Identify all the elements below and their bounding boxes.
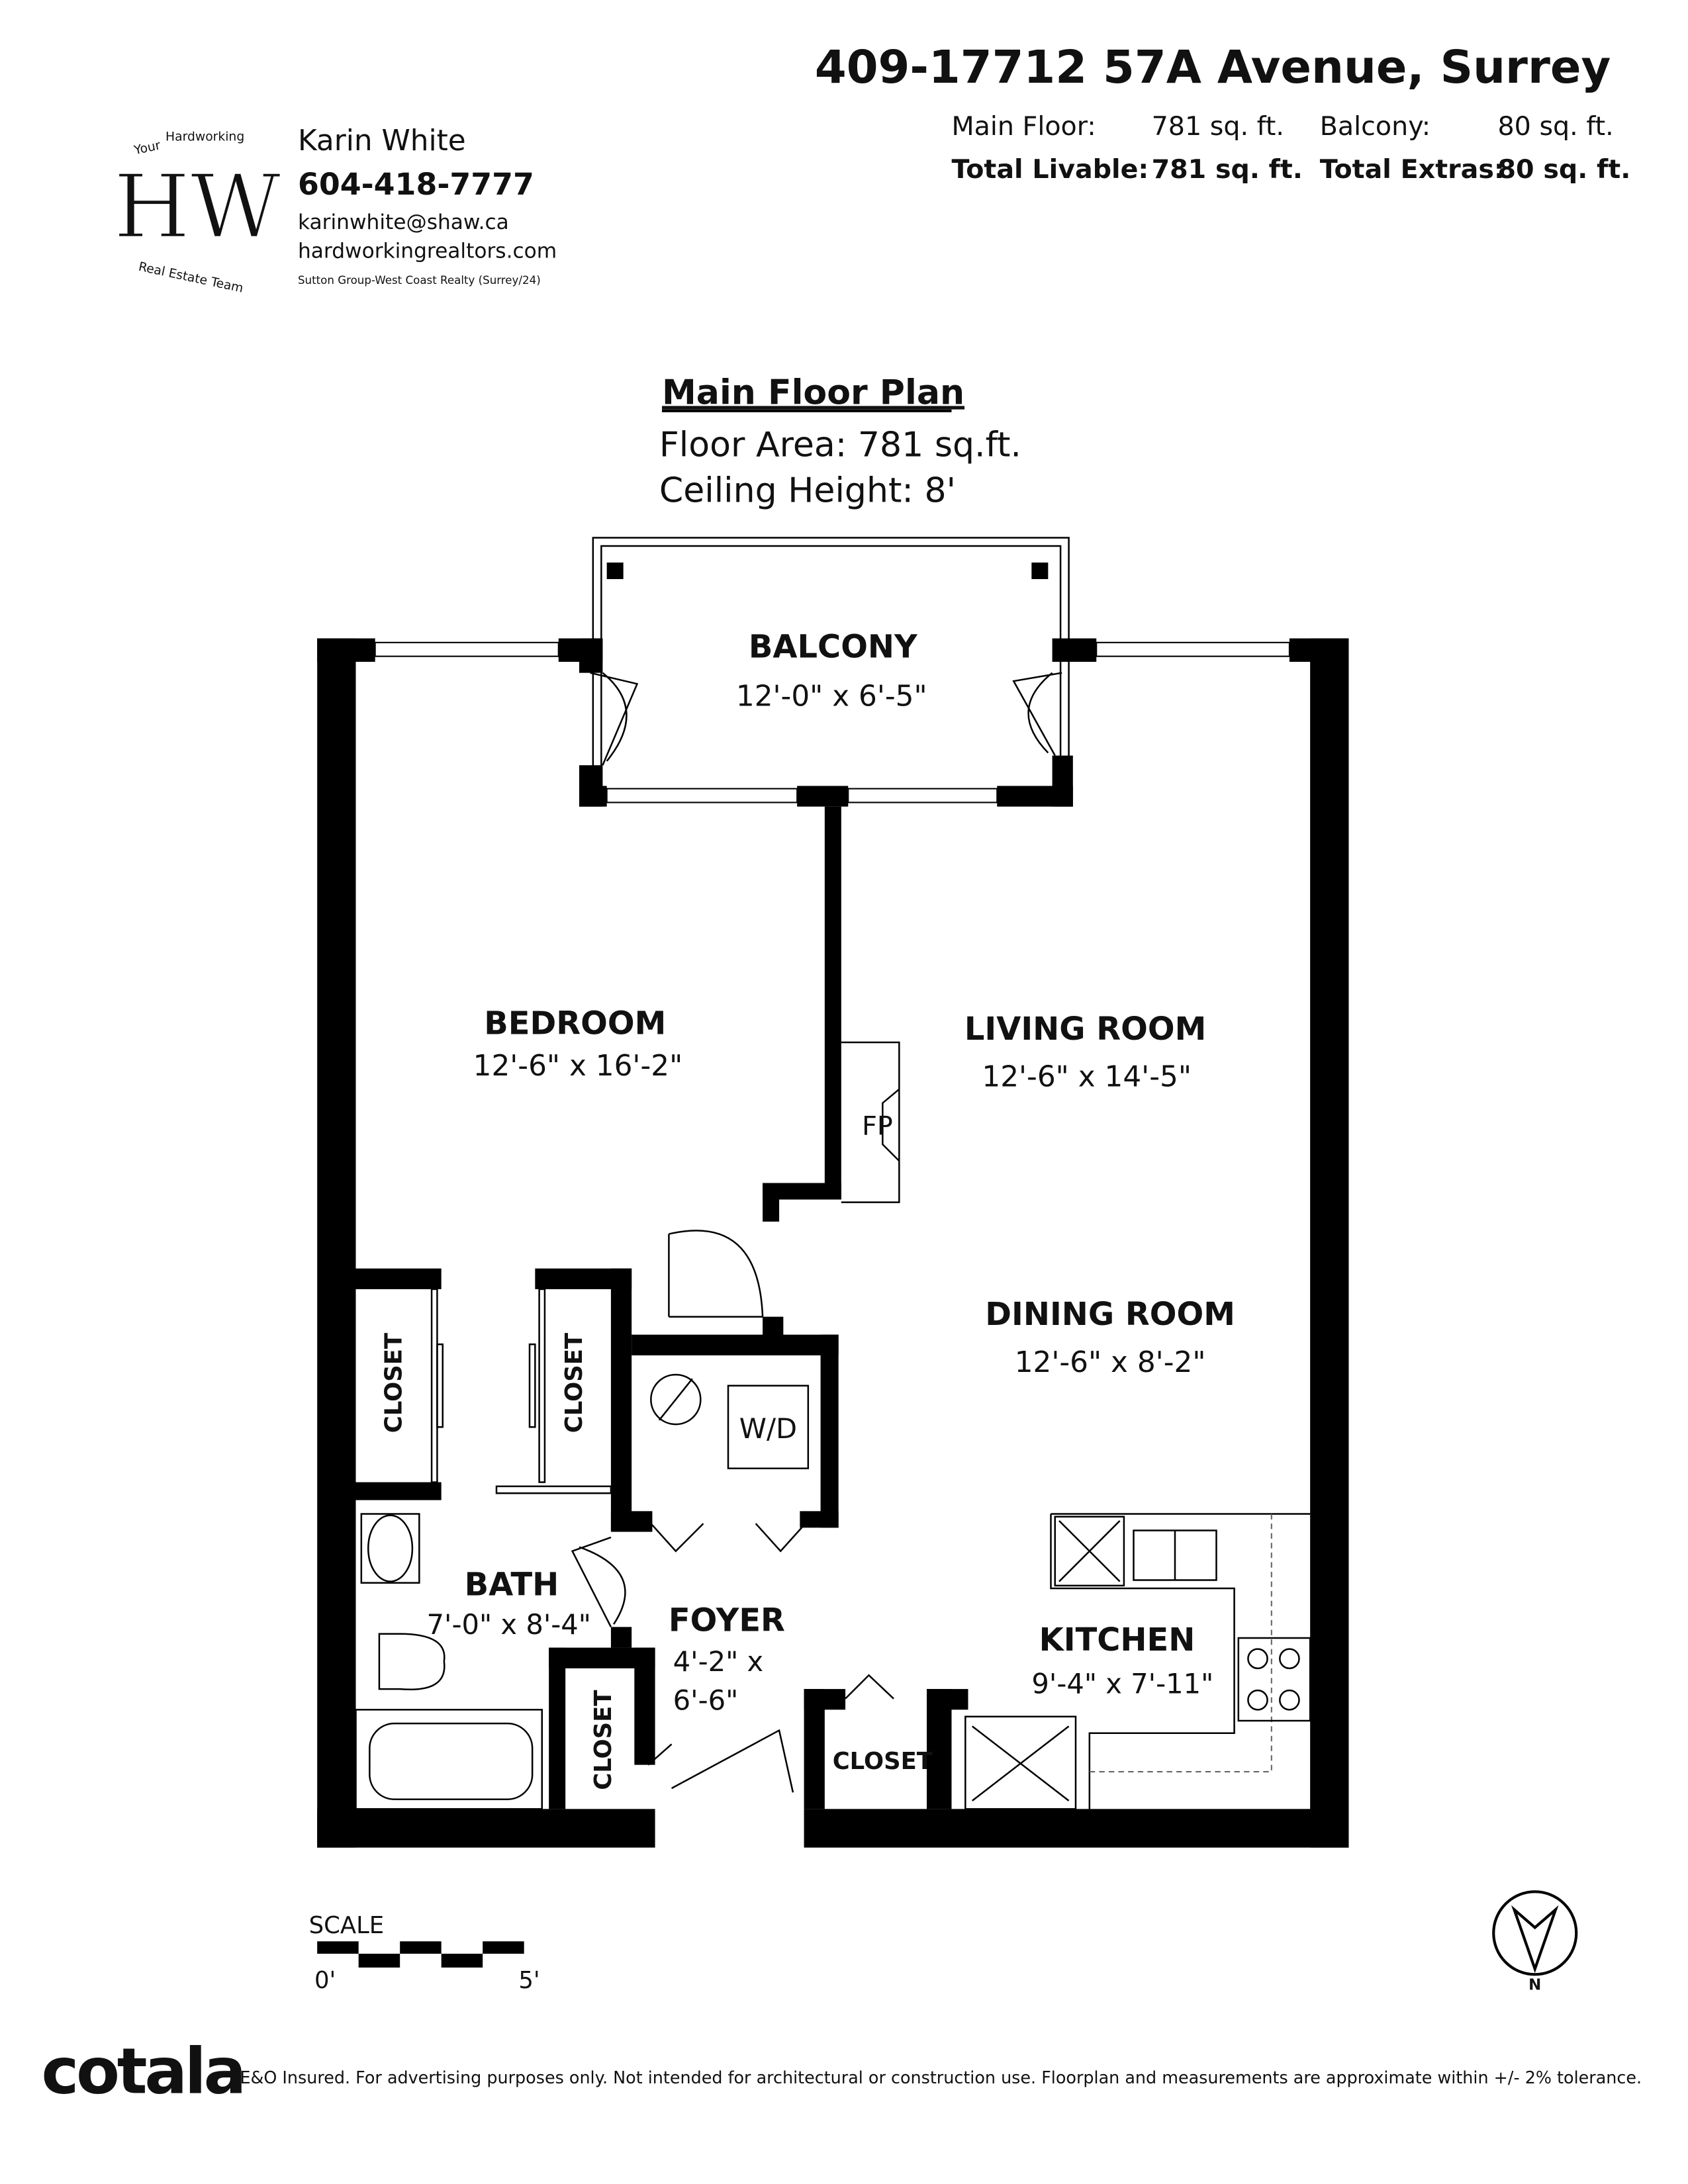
fireplace-outline	[841, 1041, 900, 1203]
fireplace-label: FP	[862, 1111, 893, 1142]
property-address: 409-17712 57A Avenue, Surrey	[815, 41, 1611, 94]
agent-brokerage: Sutton Group-West Coast Realty (Surrey/2…	[298, 274, 541, 287]
fixtures: FP W/D	[355, 672, 1311, 1810]
scale-label: SCALE	[309, 1912, 385, 1939]
living-dims: 12'-6" x 14'-5"	[982, 1060, 1192, 1094]
footer: cotala E&O Insured. For advertising purp…	[42, 2034, 1642, 2109]
foyer-dims-2: 6'-6"	[673, 1684, 739, 1716]
floor-area: Floor Area: 781 sq.ft.	[659, 426, 1021, 465]
walls	[317, 537, 1349, 1848]
balcony-name: BALCONY	[749, 629, 918, 666]
disclaimer: E&O Insured. For advertising purposes on…	[240, 2068, 1642, 2087]
cotala-logo: cotala	[42, 2034, 244, 2109]
total-extras-value: 80 sq. ft.	[1498, 154, 1631, 185]
hw-logo: Your Hardworking HW Real Estate Team	[113, 130, 282, 296]
property-header: 409-17712 57A Avenue, Surrey Main Floor:…	[815, 41, 1630, 185]
ceiling-height: Ceiling Height: 8'	[659, 471, 956, 510]
agent-email: karinwhite@shaw.ca	[298, 210, 509, 234]
scale-start: 0'	[314, 1967, 336, 1994]
agent-name: Karin White	[298, 124, 466, 158]
agent-block: Your Hardworking HW Real Estate Team Kar…	[113, 124, 557, 296]
bath-name: BATH	[465, 1567, 559, 1603]
compass-north-label: N	[1528, 1976, 1541, 1993]
scale-end: 5'	[518, 1967, 539, 1994]
scale-bar: SCALE 0' 5'	[309, 1912, 540, 1994]
svg-text:Real Estate Team: Real Estate Team	[137, 260, 244, 296]
main-floor-label: Main Floor:	[952, 111, 1096, 142]
bedroom-name: BEDROOM	[484, 1006, 666, 1042]
dining-name: DINING ROOM	[985, 1297, 1235, 1333]
total-extras-label: Total Extras:	[1320, 154, 1505, 185]
kitchen-name: KITCHEN	[1039, 1622, 1196, 1659]
foyer-name: FOYER	[669, 1603, 785, 1639]
bath-dims: 7'-0" x 8'-4"	[427, 1608, 591, 1641]
closet-label-2: CLOSET	[561, 1333, 588, 1433]
hw-logo-letters: HW	[113, 156, 281, 258]
total-livable-value: 781 sq. ft.	[1152, 154, 1303, 185]
balcony-value: 80 sq. ft.	[1498, 111, 1614, 142]
closet-label-3: CLOSET	[590, 1690, 617, 1790]
agent-website: hardworkingrealtors.com	[298, 240, 557, 263]
closet-label-4: CLOSET	[833, 1748, 933, 1775]
balcony-label: Balcony:	[1320, 111, 1430, 142]
total-livable-label: Total Livable:	[952, 154, 1149, 185]
svg-text:Hardworking: Hardworking	[165, 130, 244, 144]
foyer-dims-1: 4'-2" x	[673, 1645, 764, 1678]
main-floor-value: 781 sq. ft.	[1152, 111, 1284, 142]
room-labels: BALCONY 12'-0" x 6'-5" BEDROOM 12'-6" x …	[380, 629, 1235, 1790]
kitchen-dims: 9'-4" x 7'-11"	[1031, 1667, 1213, 1700]
svg-text:Your: Your	[132, 138, 162, 158]
washer-dryer-label: W/D	[739, 1412, 797, 1445]
plan-title: Main Floor Plan	[662, 373, 964, 412]
dining-dims: 12'-6" x 8'-2"	[1015, 1345, 1206, 1379]
balcony-dims: 12'-0" x 6'-5"	[736, 680, 927, 713]
bedroom-dims: 12'-6" x 16'-2"	[473, 1049, 683, 1083]
living-name: LIVING ROOM	[964, 1011, 1206, 1048]
north-compass-icon: N	[1492, 1890, 1578, 1993]
agent-phone: 604-418-7777	[298, 166, 534, 202]
stove-burners	[1237, 1637, 1311, 1722]
closet-label-1: CLOSET	[380, 1333, 407, 1433]
plan-title-block: Main Floor Plan Floor Area: 781 sq.ft. C…	[659, 373, 1021, 510]
